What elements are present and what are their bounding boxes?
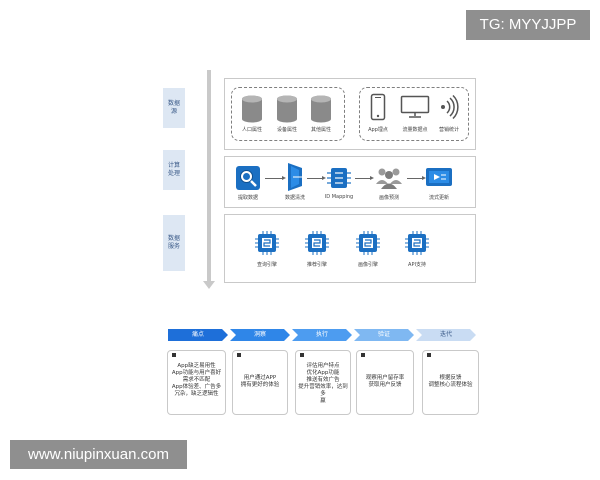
database-label: 设备属性 xyxy=(276,127,297,133)
funnel-icon xyxy=(288,163,302,191)
engine-label: 推荐引擎 xyxy=(306,262,327,268)
chip-icon xyxy=(356,231,380,255)
id-mapping-icon xyxy=(327,168,351,188)
channel-label: 营销统计 xyxy=(438,127,459,133)
card-bullet xyxy=(427,353,431,357)
process-card-text: 用户通过APP 拥有更好的体验 xyxy=(240,375,280,388)
database-icon xyxy=(277,95,297,123)
database-icon xyxy=(311,95,331,123)
flow-arrow xyxy=(265,176,286,180)
card-bullet xyxy=(237,353,241,357)
process-step-pain-point: 痛点 xyxy=(168,329,228,341)
process-card: 评估用户特点 优化App功能 推送有效广告 提升营销效率，达到多 赢 xyxy=(295,350,351,415)
phone-icon xyxy=(370,93,386,121)
process-step-execute: 执行 xyxy=(292,329,352,341)
process-step-verify: 验证 xyxy=(354,329,414,341)
layer-label-processing: 计算处理 xyxy=(163,150,185,190)
processing-step-label: 流式更新 xyxy=(428,195,449,201)
flow-arrow xyxy=(355,176,374,180)
flow-arrow xyxy=(307,176,326,180)
database-label: 人口属性 xyxy=(241,127,262,133)
services-panel: 查询引擎 推荐引擎 画像引擎 xyxy=(224,214,476,283)
data-source-panel: 人口属性 设备属性 其他属性 App埋点 流量数据点 营销统计 xyxy=(224,78,476,150)
stream-icon xyxy=(426,168,452,186)
processing-step-label: 数据清洗 xyxy=(284,195,305,201)
channel-label: 流量数据点 xyxy=(402,127,428,133)
channel-label: App埋点 xyxy=(368,127,388,133)
processing-step-label: ID Mapping xyxy=(324,194,354,200)
process-card: 观察用户留存率 获取用户反馈 xyxy=(356,350,414,415)
magnifier-icon xyxy=(236,166,260,190)
processing-panel: 提取数据 数据清洗 ID Mapping 画像预测 xyxy=(224,156,476,208)
watermark-top: TG: MYYJJPP xyxy=(466,10,590,40)
watermark-bottom: www.niupinxuan.com xyxy=(10,440,187,469)
monitor-icon xyxy=(400,95,430,118)
process-step-iterate: 迭代 xyxy=(416,329,476,341)
processing-step-label: 提取数据 xyxy=(237,195,258,201)
chip-icon xyxy=(255,231,279,255)
database-icon xyxy=(242,95,262,123)
engine-label: 画像引擎 xyxy=(357,262,378,268)
layer-flow-arrowhead xyxy=(203,281,215,289)
database-group xyxy=(231,87,345,141)
process-card: 用户通过APP 拥有更好的体验 xyxy=(232,350,288,415)
card-bullet xyxy=(172,353,176,357)
process-card-text: App缺乏易用性 App功能与用户喜好 需求不匹配 App体验差、广告多 冗杂，… xyxy=(171,363,222,397)
chip-icon xyxy=(405,231,429,255)
layer-flow-line xyxy=(207,70,211,282)
flow-arrow xyxy=(407,176,426,180)
process-card-text: 评估用户特点 优化App功能 推送有效广告 提升营销效率，达到多 赢 xyxy=(298,363,348,404)
card-bullet xyxy=(361,353,365,357)
channel-group xyxy=(359,87,469,141)
layer-label-data-source: 数据源 xyxy=(163,88,185,128)
process-card: 根据反馈 调整核心流程体验 xyxy=(422,350,479,415)
users-icon xyxy=(376,168,402,189)
process-card: App缺乏易用性 App功能与用户喜好 需求不匹配 App体验差、广告多 冗杂，… xyxy=(167,350,226,415)
process-card-text: 根据反馈 调整核心流程体验 xyxy=(428,375,473,388)
process-step-insight: 洞察 xyxy=(230,329,290,341)
card-bullet xyxy=(300,353,304,357)
engine-label: 查询引擎 xyxy=(256,262,277,268)
processing-step-label: 画像预测 xyxy=(378,195,399,201)
process-card-text: 观察用户留存率 获取用户反馈 xyxy=(365,375,405,388)
engine-label: API支持 xyxy=(408,262,426,268)
layer-label-services: 数据服务 xyxy=(163,215,185,271)
signal-icon xyxy=(441,95,459,119)
database-label: 其他属性 xyxy=(310,127,331,133)
chip-icon xyxy=(305,231,329,255)
